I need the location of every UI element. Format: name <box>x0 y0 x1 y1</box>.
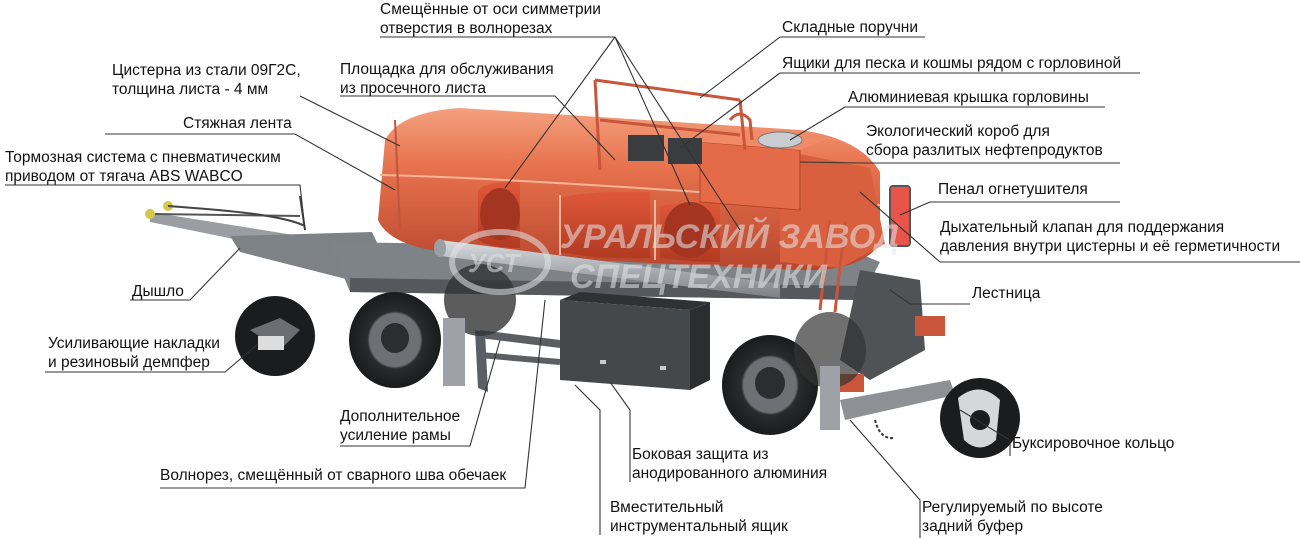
leader-breather <box>859 191 941 263</box>
watermark-line2: СПЕЦТЕХНИКИ <box>570 258 829 296</box>
leader-tank-steel <box>299 95 401 147</box>
watermark: УСТ УРАЛЬСКИЙ ЗАВОД СПЕЦТЕХНИКИ <box>449 217 899 296</box>
label-strap: Стяжная лента <box>183 115 292 132</box>
leader-hatch <box>789 106 846 141</box>
watermark-line1: УРАЛЬСКИЙ ЗАВОД <box>560 217 899 256</box>
label-handrails: Складные поручни <box>782 19 918 36</box>
ladder <box>818 219 847 313</box>
tank-top-equipment <box>593 78 830 211</box>
label-tow-ring: Буксировочное кольцо <box>1012 435 1175 452</box>
hose-pipe <box>434 239 780 298</box>
label-hatch-cover: Алюминиевая крышка горловины <box>848 89 1089 106</box>
label-extinguisher: Пенал огнетушителя <box>938 181 1088 198</box>
leader-drawbar <box>130 247 241 301</box>
inset-drawbar-detail <box>235 296 315 376</box>
label-ladder: Лестница <box>972 285 1041 302</box>
leader-holes-2 <box>614 36 691 206</box>
label-sand-boxes: Ящики для песка и кошмы рядом с горловин… <box>782 55 1122 72</box>
watermark-logo: УСТ <box>468 248 521 278</box>
leader-toolbox <box>574 384 601 535</box>
leader-extinguisher <box>899 201 931 216</box>
leader-brakes <box>5 184 306 231</box>
leader-rear-bumper <box>849 419 921 538</box>
leader-lines <box>5 36 1300 538</box>
leader-tow-ring <box>959 409 1011 456</box>
leader-ladder <box>889 289 970 305</box>
leader-strap <box>105 133 396 191</box>
leader-frame-reinforcement <box>340 339 501 447</box>
leader-holes-3 <box>614 36 741 231</box>
leader-sand <box>679 72 781 149</box>
label-tank-steel: Цистерна из стали 09Г2С,толщина листа - … <box>112 62 301 98</box>
inset-tow-ring <box>940 378 1020 458</box>
leader-side-protection <box>609 381 631 482</box>
leader-overlays <box>45 343 259 373</box>
leader-breakwater-offset <box>160 299 546 489</box>
toolbox <box>560 292 710 390</box>
leader-handrails <box>699 36 781 99</box>
leader-holes-1 <box>504 36 616 189</box>
leader-platform <box>340 95 616 161</box>
label-drawbar: Дышло <box>132 283 184 300</box>
label-breakwater-offset: Волнорез, смещённый от сварного шва обеч… <box>160 467 507 484</box>
leader-eco <box>799 161 861 164</box>
